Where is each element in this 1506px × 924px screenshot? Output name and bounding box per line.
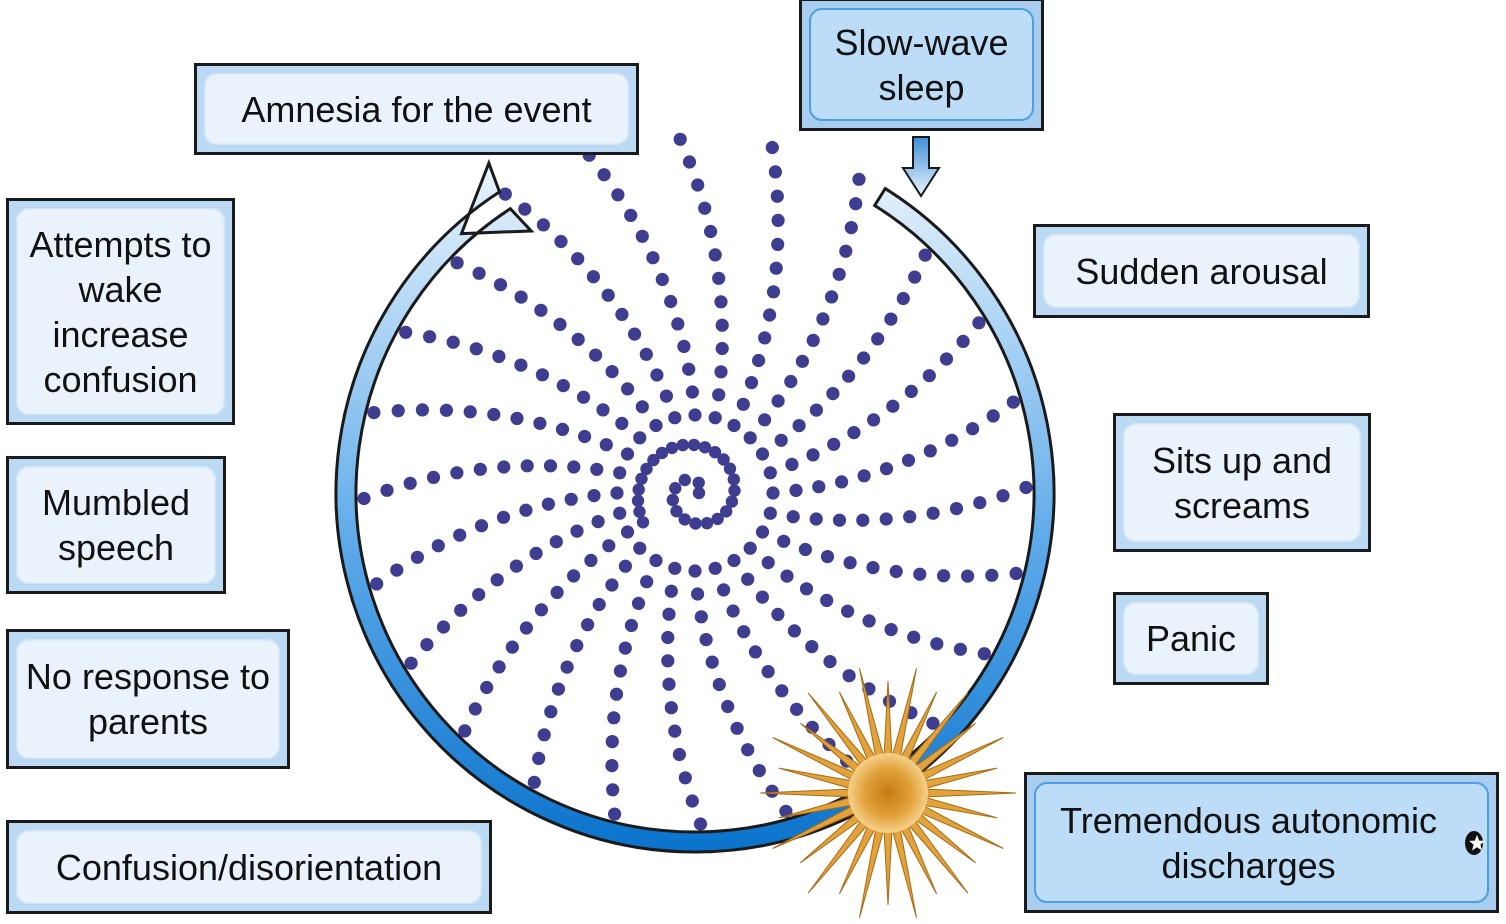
autonomic-label: Tremendous autonomic discharges <box>1060 799 1437 886</box>
slow-wave-sleep-box: Slow-wave sleep <box>799 0 1044 131</box>
sits-up-label: Sits up and screams <box>1123 423 1361 542</box>
down-arrow-icon <box>901 136 941 198</box>
panic-box: Panic <box>1113 592 1269 685</box>
attempts-box: Attempts to wake increase confusion <box>6 198 235 425</box>
amnesia-box: Amnesia for the event <box>194 63 639 155</box>
no-response-label: No response to parents <box>16 639 280 759</box>
sudden-arousal-box: Sudden arousal <box>1033 224 1370 318</box>
confusion-box: Confusion/disorientation <box>6 820 492 914</box>
autonomic-box: Tremendous autonomic discharges <box>1024 772 1499 913</box>
confusion-label: Confusion/disorientation <box>16 830 482 904</box>
sudden-arousal-label: Sudden arousal <box>1043 234 1360 308</box>
sits-up-box: Sits up and screams <box>1113 413 1371 552</box>
attempts-label: Attempts to wake increase confusion <box>16 208 225 415</box>
autonomic-text: Tremendous autonomic discharges <box>1034 782 1489 903</box>
mumbled-box: Mumbled speech <box>6 456 226 594</box>
starburst-icon <box>759 668 1017 918</box>
slow-wave-sleep-label: Slow-wave sleep <box>809 8 1034 121</box>
amnesia-label: Amnesia for the event <box>204 73 629 145</box>
star-badge-icon <box>1465 830 1486 855</box>
mumbled-label: Mumbled speech <box>16 466 216 584</box>
panic-label: Panic <box>1123 602 1259 675</box>
no-response-box: No response to parents <box>6 629 290 769</box>
spiral-icon <box>334 132 1056 854</box>
